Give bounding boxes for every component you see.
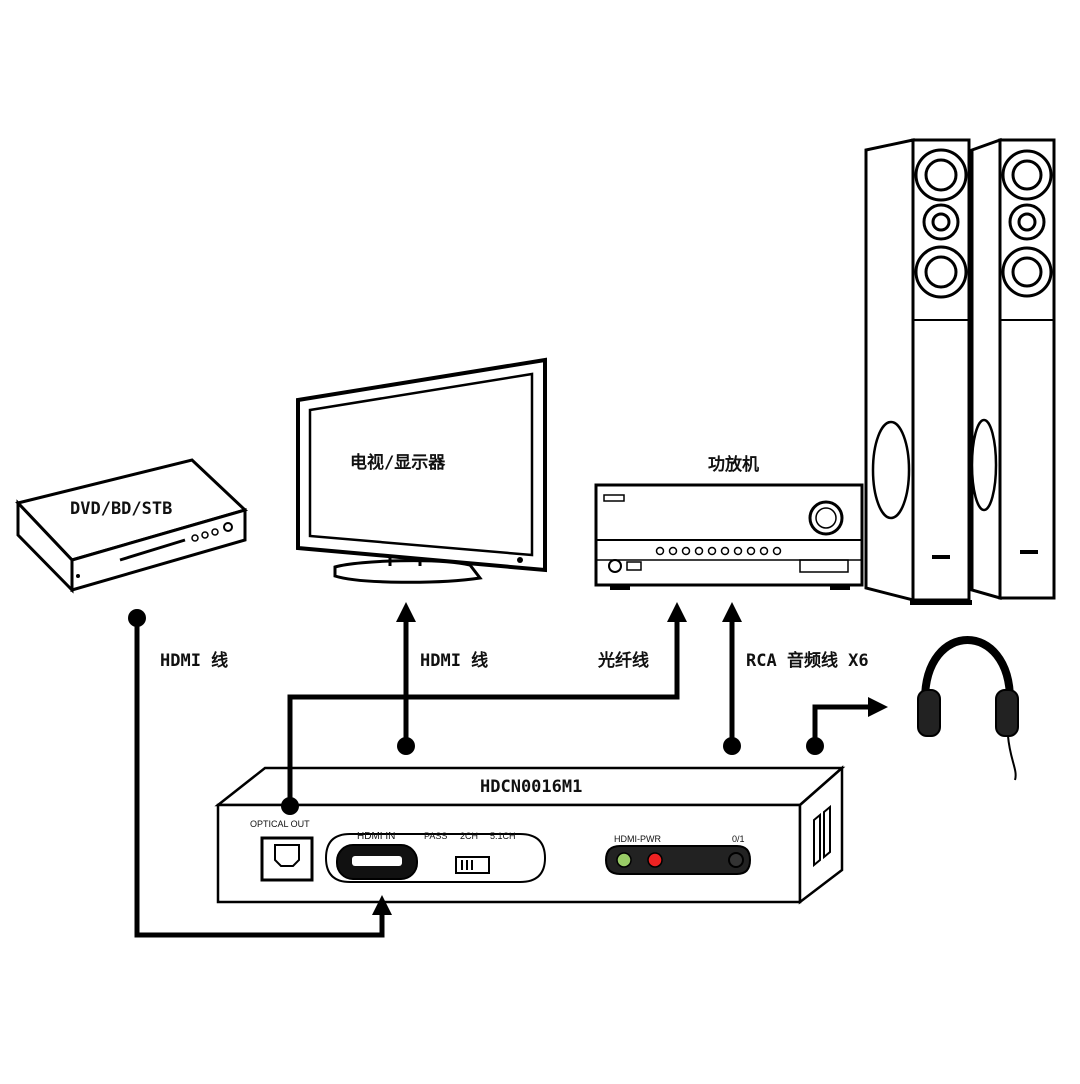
tv-label: 电视/显示器 xyxy=(350,452,446,473)
tv-monitor: 电视/显示器 xyxy=(296,357,547,584)
switch-01-label: 0/1 xyxy=(732,834,745,844)
pass-label: PASS xyxy=(424,831,447,841)
red-led xyxy=(647,852,663,868)
source-hdmi-label: HDMI 线 xyxy=(160,650,228,671)
dvd-label: DVD/BD/STB xyxy=(70,499,172,519)
converter-box: HDCN0016M1 OPTICAL OUT HDMI IN PASS 2CH … xyxy=(214,765,846,905)
amplifier: 功放机 xyxy=(594,454,864,590)
optical-out-label: OPTICAL OUT xyxy=(250,819,310,829)
rca-label: RCA 音频线 X6 xyxy=(746,650,869,671)
headphones-icon xyxy=(917,636,1019,781)
power-jack xyxy=(728,852,744,868)
green-led xyxy=(616,852,632,868)
51ch-label: 5.1CH xyxy=(490,831,516,841)
source-hdmi-endpoint xyxy=(128,609,146,627)
optical-label: 光纤线 xyxy=(597,650,649,671)
hdmi-pwr-label: HDMI-PWR xyxy=(614,834,661,844)
speaker-left xyxy=(864,138,972,605)
converter-model: HDCN0016M1 xyxy=(480,777,582,797)
amplifier-label: 功放机 xyxy=(708,454,759,475)
cable-headphone xyxy=(812,697,888,745)
cable-source-hdmi xyxy=(134,618,392,938)
tv-hdmi-endpoint xyxy=(397,737,415,755)
optical-endpoint xyxy=(281,797,299,815)
rca-endpoint xyxy=(723,737,741,755)
speaker-right xyxy=(970,137,1056,600)
cable-optical xyxy=(287,602,687,806)
tv-hdmi-label: HDMI 线 xyxy=(420,650,488,671)
headphone-endpoint xyxy=(806,737,824,755)
2ch-label: 2CH xyxy=(460,831,478,841)
hdmi-in-label: HDMI IN xyxy=(357,831,395,842)
dvd-player: DVD/BD/STB xyxy=(15,458,248,594)
